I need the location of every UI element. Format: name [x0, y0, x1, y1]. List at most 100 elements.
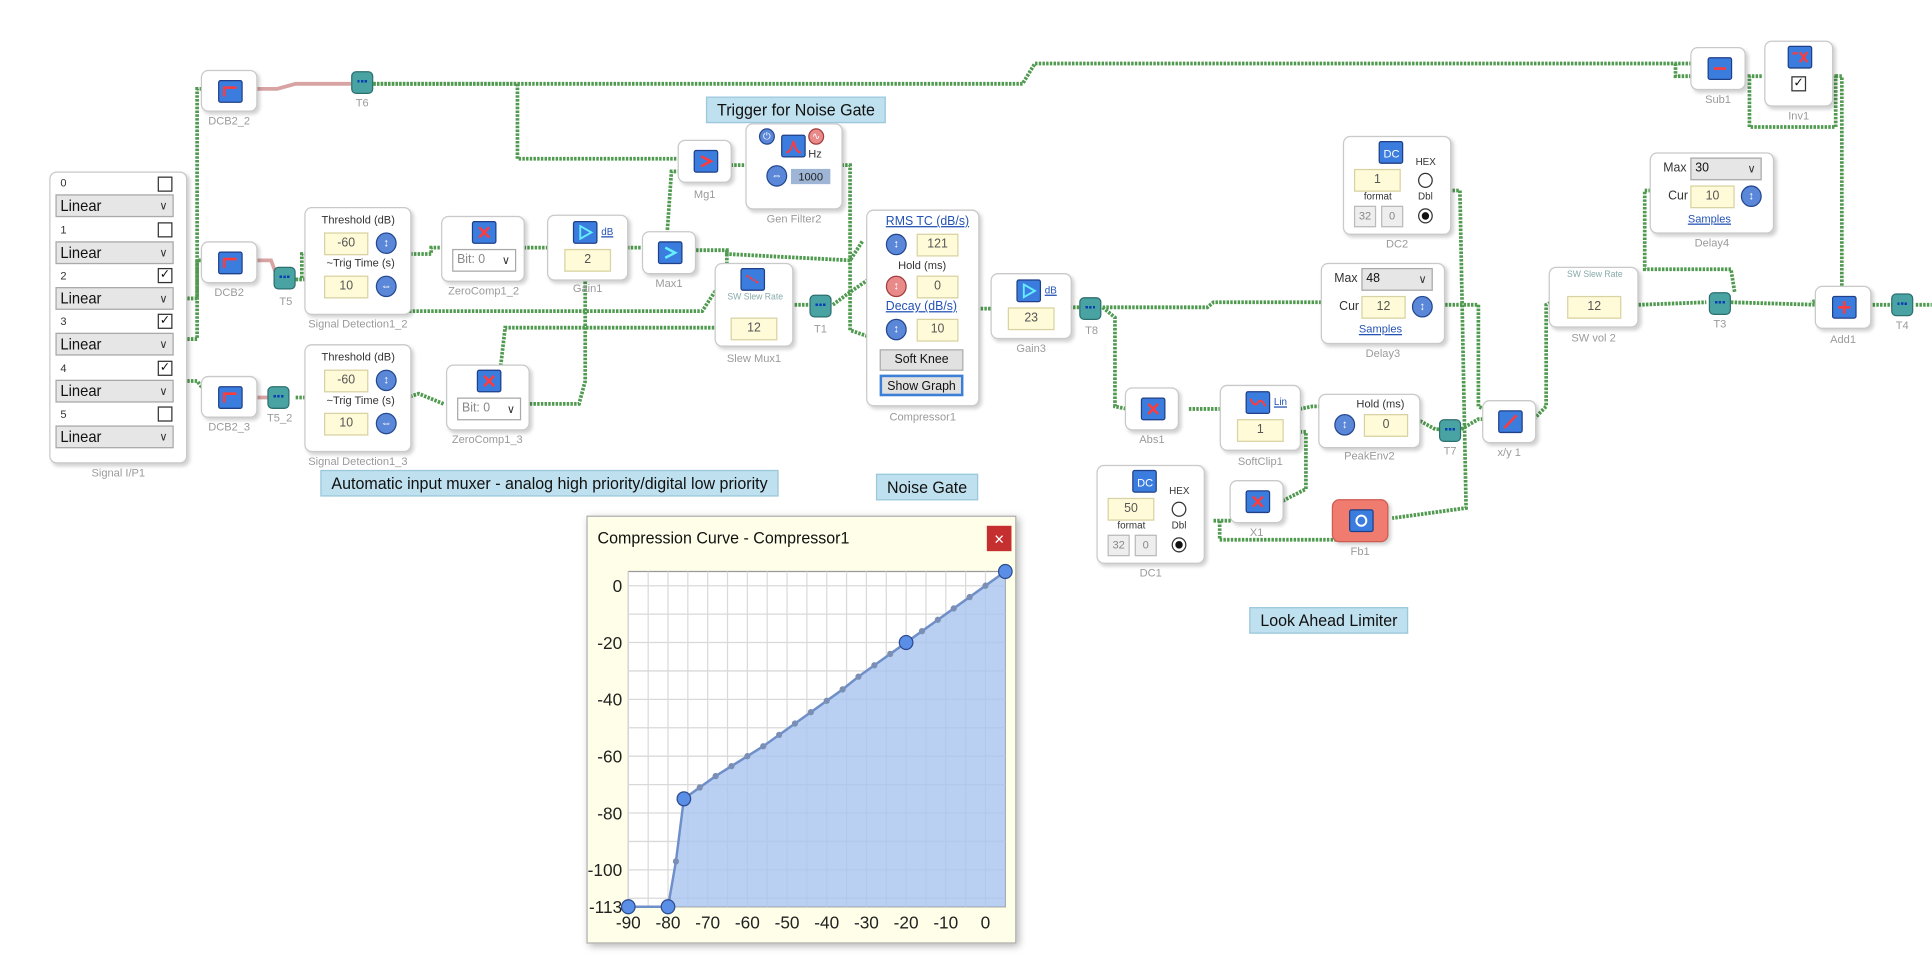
- delay4-cur-value[interactable]: 10: [1690, 185, 1735, 209]
- add1-block[interactable]: [1814, 285, 1872, 329]
- peakenv2-value[interactable]: 0: [1363, 414, 1409, 437]
- compressor1-block[interactable]: RMS TC (dB/s) ↕ 121 Hold (ms) ↕ 0 Decay …: [866, 209, 980, 407]
- gain1-unit[interactable]: dB: [601, 226, 614, 238]
- t5-2-node[interactable]: [267, 386, 290, 409]
- hold-value[interactable]: 0: [916, 275, 959, 299]
- fb1-block[interactable]: [1331, 499, 1389, 543]
- channel-1-checkbox[interactable]: [157, 222, 173, 238]
- channel-0-checkbox[interactable]: [157, 176, 173, 192]
- dc2-format-frac[interactable]: 0: [1381, 205, 1404, 228]
- knob-icon[interactable]: ↕: [1411, 295, 1433, 318]
- mg1-block[interactable]: [677, 139, 732, 183]
- dc1-hex-radio[interactable]: [1171, 501, 1187, 517]
- control-point[interactable]: [660, 899, 676, 915]
- abs1-block[interactable]: [1124, 387, 1180, 431]
- softclip1-unit[interactable]: Lin: [1273, 396, 1288, 408]
- delay3-block[interactable]: Max 48∨ Cur 12 ↕ Samples: [1320, 262, 1446, 345]
- channel-0-mode-select[interactable]: Linear∨: [55, 194, 174, 218]
- inv1-block[interactable]: ✓: [1764, 40, 1834, 107]
- close-button[interactable]: ×: [986, 525, 1012, 552]
- control-point[interactable]: [997, 563, 1013, 580]
- dcb2-3-block[interactable]: [200, 375, 258, 418]
- zerocomp-2-block[interactable]: Bit: 0∨: [441, 215, 525, 282]
- soft-knee-button[interactable]: Soft Knee: [879, 349, 964, 371]
- zerocomp-3-bit-select[interactable]: Bit: 0∨: [457, 397, 522, 421]
- knob-icon[interactable]: ↕: [1334, 414, 1356, 436]
- dc2-dbl-radio[interactable]: [1418, 208, 1433, 224]
- channel-2-checkbox[interactable]: ✓: [157, 267, 173, 284]
- control-point[interactable]: [620, 899, 636, 915]
- knob-icon[interactable]: ↕: [1740, 185, 1762, 208]
- delay3-max-select[interactable]: 48∨: [1361, 267, 1433, 291]
- x1-block[interactable]: [1229, 480, 1284, 524]
- control-point[interactable]: [676, 791, 692, 807]
- decay-label[interactable]: Decay (dB/s): [885, 299, 958, 314]
- link-icon[interactable]: ⇔: [375, 412, 397, 435]
- threshold-value[interactable]: -60: [324, 369, 369, 393]
- threshold-value[interactable]: -60: [324, 232, 369, 256]
- channel-5-checkbox[interactable]: [157, 406, 173, 422]
- rms-tc-label[interactable]: RMS TC (dB/s): [885, 214, 970, 229]
- slew-mux1-value[interactable]: 12: [730, 317, 778, 341]
- t8-node[interactable]: [1079, 297, 1102, 321]
- sub1-block[interactable]: [1690, 46, 1746, 91]
- gain3-value[interactable]: 23: [1007, 307, 1055, 331]
- knob-icon[interactable]: ↕: [375, 369, 397, 392]
- delay3-samples-link[interactable]: Samples: [1358, 322, 1403, 336]
- delay4-samples-link[interactable]: Samples: [1687, 212, 1731, 225]
- channel-1-mode-select[interactable]: Linear∨: [55, 241, 174, 265]
- dc2-format-bits[interactable]: 32: [1353, 205, 1377, 228]
- mode-icon[interactable]: ∿: [808, 128, 825, 145]
- t5-node[interactable]: [273, 266, 296, 290]
- knob-icon[interactable]: ↕: [885, 275, 907, 298]
- zerocomp-3-block[interactable]: Bit: 0∨: [445, 364, 530, 431]
- trig-time-value[interactable]: 10: [324, 275, 369, 299]
- dc1-dbl-radio[interactable]: [1171, 537, 1187, 553]
- dcb2-block[interactable]: [200, 241, 258, 284]
- knob-icon[interactable]: ↕: [375, 232, 397, 254]
- dc1-format-bits[interactable]: 32: [1107, 534, 1130, 557]
- channel-5-mode-select[interactable]: Linear∨: [55, 425, 174, 449]
- channel-4-mode-select[interactable]: Linear∨: [55, 379, 174, 403]
- trig-time-value[interactable]: 10: [324, 412, 369, 436]
- channel-3-mode-select[interactable]: Linear∨: [55, 332, 174, 356]
- xy1-block[interactable]: [1482, 400, 1537, 444]
- gen-filter2-block[interactable]: ⏻ ∿ Hz ⇔ 1000: [745, 123, 843, 210]
- delay4-block[interactable]: Max 30∨ Cur 10 ↕ Samples: [1649, 152, 1775, 234]
- zerocomp-2-bit-select[interactable]: Bit: 0∨: [452, 248, 517, 272]
- dc2-hex-radio[interactable]: [1418, 172, 1433, 188]
- t4-node[interactable]: [1891, 293, 1914, 317]
- signal-input-block[interactable]: 0 Linear∨ 1 Linear∨ 2 ✓ Linear∨ 3 ✓ Line…: [49, 171, 188, 464]
- control-point[interactable]: [898, 634, 914, 651]
- show-graph-button[interactable]: Show Graph: [879, 374, 964, 397]
- decay-value[interactable]: 10: [916, 318, 959, 342]
- dc2-block[interactable]: DC 1 HEX format Dbl 32 0: [1342, 135, 1452, 235]
- dcb2-2-block[interactable]: [200, 69, 258, 112]
- dc1-block[interactable]: DC 50 HEX format Dbl 32 0: [1096, 464, 1205, 564]
- swvol2-value[interactable]: 12: [1567, 295, 1622, 319]
- gain3-unit[interactable]: dB: [1044, 284, 1057, 296]
- gain3-block[interactable]: dB 23: [990, 273, 1072, 340]
- max1-block[interactable]: [641, 231, 697, 275]
- slew-mux1-block[interactable]: SW Slew Rate 12: [714, 262, 794, 347]
- dc1-value[interactable]: 50: [1107, 497, 1155, 521]
- power-icon[interactable]: ⏻: [758, 128, 775, 145]
- delay3-cur-value[interactable]: 12: [1361, 295, 1406, 319]
- compression-curve-dialog[interactable]: Compression Curve - Compressor1 × -90-80…: [586, 515, 1018, 945]
- channel-4-checkbox[interactable]: ✓: [157, 360, 173, 376]
- rms-tc-value[interactable]: 121: [916, 233, 959, 257]
- gain1-block[interactable]: dB 2: [547, 214, 629, 281]
- softclip1-block[interactable]: Lin 1: [1219, 384, 1301, 451]
- channel-3-checkbox[interactable]: ✓: [157, 313, 173, 329]
- t1-node[interactable]: [809, 294, 832, 318]
- link-icon[interactable]: ⇔: [375, 275, 397, 298]
- peakenv2-block[interactable]: Hold (ms) ↕ 0: [1318, 393, 1421, 449]
- dc1-format-frac[interactable]: 0: [1134, 534, 1157, 557]
- link-icon[interactable]: ⇔: [766, 165, 788, 187]
- swvol2-block[interactable]: SW Slew Rate 12: [1548, 266, 1639, 328]
- t3-node[interactable]: [1708, 292, 1731, 315]
- gen-filter2-value[interactable]: 1000: [790, 168, 831, 185]
- signal-detection-3-block[interactable]: Threshold (dB) -60 ↕ ~Trig Time (s) 10 ⇔: [304, 344, 412, 453]
